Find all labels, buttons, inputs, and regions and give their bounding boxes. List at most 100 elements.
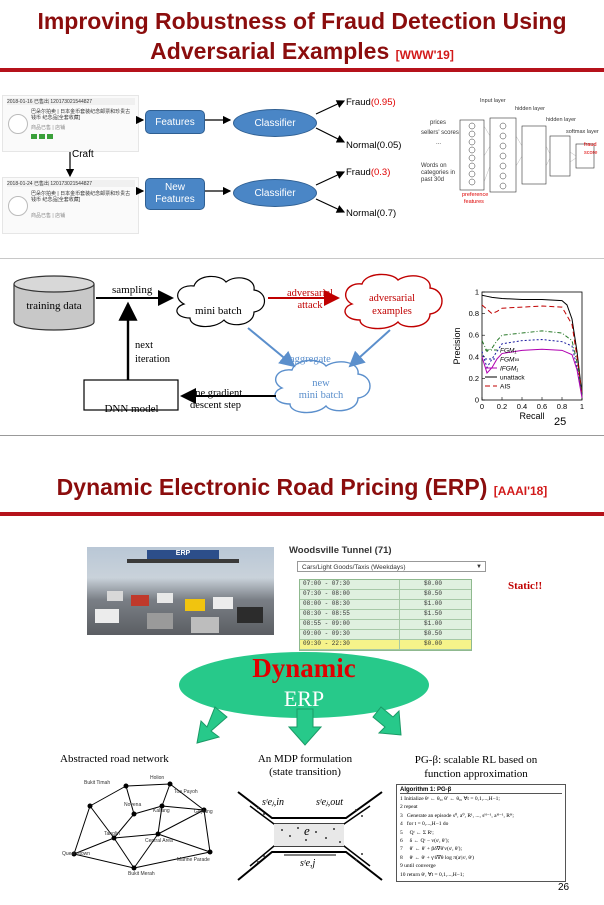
arrow <box>315 198 346 213</box>
y-tick-label: 0.6 <box>469 331 479 340</box>
y-axis-label: Precision <box>452 327 462 364</box>
pg-beta-title-line1: PG-β: scalable RL based on <box>414 754 538 766</box>
road-lower <box>237 851 383 881</box>
series-line <box>481 304 583 395</box>
aggregate-arrow-right <box>348 329 391 368</box>
dnn-model-label: DNN model <box>104 403 159 415</box>
aggregate-label: aggregate <box>290 354 331 365</box>
mini-batch-label: mini batch <box>195 305 242 317</box>
database-cylinder <box>13 275 95 331</box>
vehicle-type-select[interactable]: Cars/Light Goods/Taxis (Weekdays) ▼ <box>297 561 486 572</box>
aggregate-arrow-left <box>247 327 296 368</box>
fee-amount: $0.50 <box>424 630 443 637</box>
fee-amount: $1.00 <box>424 620 443 627</box>
y-tick-label: 0 <box>475 396 479 405</box>
neural-network-figure <box>459 117 595 193</box>
slide2-page-number: 26 <box>558 882 570 893</box>
top-normal-score: (0.05) <box>376 140 402 151</box>
adversarial-attack-line2: attack <box>297 300 323 311</box>
node-label: Queenstown <box>62 851 91 857</box>
y-tick-label: 0.2 <box>469 374 479 383</box>
series-line <box>481 330 583 396</box>
fee-time: 08:55 - 09:00 <box>300 620 400 629</box>
fee-time: 07:00 - 07:30 <box>300 580 400 589</box>
new-features-line2: Features <box>155 194 195 205</box>
bottom-fraud-output: Fraud(0.3) <box>346 167 390 178</box>
fee-time: 07:30 - 08:00 <box>300 590 400 599</box>
nn-fraud-label: fraud <box>584 142 597 148</box>
new-line2: mini batch <box>298 390 344 401</box>
listing-bottom-desc: 巴朵尔拍卖 | 日本金币套装纪念邮票和珍贵古钱币 纪念品[全套收藏] <box>31 191 131 203</box>
fraud-label: Fraud <box>346 167 371 178</box>
vehicle-dots <box>257 807 363 863</box>
listing-bottom-seller: 商品已售 | 店铺 <box>31 213 66 219</box>
dnn-model-box <box>83 379 179 411</box>
car <box>147 613 173 629</box>
road-network-graph <box>71 781 213 871</box>
slide2-title-text: Dynamic Electronic Road Pricing (ERP) <box>56 474 488 500</box>
legend-label: IFGM₁ <box>500 366 518 373</box>
mdp-title: An MDP formulation (state transition) <box>240 753 370 779</box>
new-features-line1: New <box>164 182 185 193</box>
top-fraud-score: (0.95) <box>370 97 396 108</box>
slide2-venue-tag: [AAAI'18] <box>493 484 548 498</box>
pg-beta-title: PG-β: scalable RL based on function appr… <box>396 753 556 781</box>
x-tick-label: 0.8 <box>557 402 567 411</box>
algorithm-line: 10 return θᵗ, ∀t = 0,1,...,H−1; <box>400 871 465 878</box>
mdp-out-label: sᵗeⱼ,out <box>316 797 344 808</box>
erp-gantry-photo: ERP <box>87 547 274 635</box>
fee-amount: $1.00 <box>424 600 443 607</box>
fee-row: 07:30 - 08:00 $0.50 <box>300 590 471 600</box>
adversarial-examples-cloud <box>344 273 443 330</box>
node-label: Marine Parade <box>177 857 210 863</box>
connection-lines <box>483 125 577 183</box>
fee-row: 09:30 - 22:30$0.00 <box>300 640 471 650</box>
hidden-layer-box <box>549 135 571 177</box>
next-line2: iteration <box>135 354 170 365</box>
adversarial-examples-line1: adversarial <box>368 293 416 304</box>
normal-label: Normal <box>346 208 377 219</box>
adversarial-attack-label: adversarial attack <box>280 288 340 312</box>
fee-amount: $0.00 <box>424 580 443 587</box>
algorithm-line: 5 Qᵗ ← Σ Rᵗ; <box>400 829 434 836</box>
series-line <box>481 294 583 395</box>
fee-amount: $0.50 <box>424 590 443 597</box>
next-line1: next <box>135 340 154 351</box>
fee-amount: $1.50 <box>424 610 443 617</box>
x-tick-label: 1 <box>580 402 584 411</box>
road-network-title: Abstracted road network <box>60 753 169 765</box>
mdp-title-line1: An MDP formulation <box>257 753 353 765</box>
algorithm-line: 7 θ′ ← θ′ + βδ∇θ′v(sᵗ, θ′); <box>400 846 463 853</box>
dynamic-erp-ellipse <box>179 652 429 718</box>
neuron-column <box>468 122 476 186</box>
slide1-venue-tag: [WWW'19] <box>395 48 454 62</box>
x-tick-label: 0 <box>480 402 484 411</box>
nn-prices-label: prices <box>430 120 447 126</box>
slide1-title: Improving Robustness of Fraud Detection … <box>0 6 604 70</box>
mini-batch-cloud <box>176 275 266 328</box>
fee-row: 08:00 - 08:30$1.00 <box>300 600 471 610</box>
listing-screenshot-top: 2018-01-16 已售出 120173021544827 巴朵尔拍卖 | 日… <box>2 95 139 152</box>
road-upper <box>237 791 383 819</box>
slide1-page-number: 25 <box>554 416 567 428</box>
nn-hidden1-label: hidden layer <box>515 106 545 112</box>
gradient-step-label: one gradient descent step <box>190 388 242 412</box>
node-label: Holion <box>150 775 165 781</box>
slide1-title-rule <box>0 68 604 72</box>
new-mini-batch-cloud <box>274 359 371 414</box>
x-axis-label: Recall <box>519 411 544 421</box>
algorithm-line: 3 Generate an episode s⁰, a⁰, R¹, ..., s… <box>400 812 514 819</box>
x-tick-label: 0.4 <box>517 402 527 411</box>
arrow <box>315 127 346 143</box>
algorithm-line: 1 Initialize θᵗ ← θ₀, θ′ ← θ₀, ∀t = 0,1,… <box>400 796 500 802</box>
section-divider <box>0 258 604 259</box>
algorithm-title: Algorithm 1: PG-β <box>400 787 562 794</box>
series-line <box>481 348 583 398</box>
edge-segment <box>274 824 344 846</box>
node-label: Bukit Merah <box>128 871 155 877</box>
new-line1: new <box>312 378 330 389</box>
listing-screenshot-bottom: 2018-01-24 已售出 120173021544827 巴朵尔拍卖 | 日… <box>2 177 139 234</box>
legend-label: FGM∞ <box>500 357 519 364</box>
nn-score-label: score <box>584 150 598 156</box>
